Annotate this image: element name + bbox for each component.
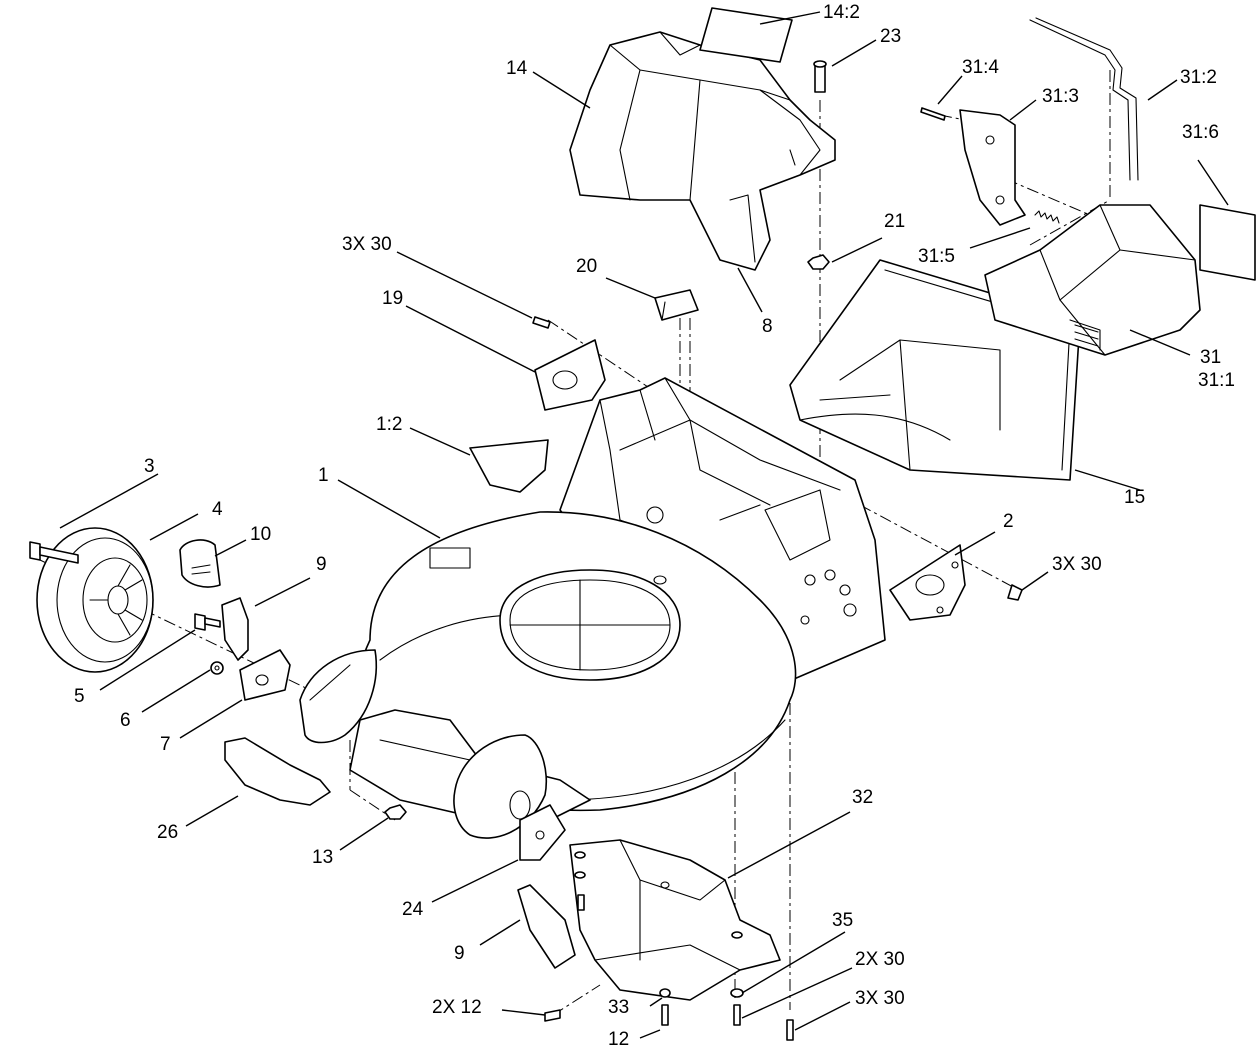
callout-20: 20 [576, 256, 597, 277]
front-wheel-left [299, 649, 377, 744]
plate-7 [239, 649, 291, 701]
side-plate [889, 544, 966, 621]
callout-3x30-bottom: 3X 30 [855, 988, 905, 1009]
front-cover [224, 737, 331, 806]
callout-2x30: 2X 30 [855, 949, 905, 970]
callout-31-5: 31:5 [918, 246, 955, 267]
mulch-plug [569, 839, 781, 1001]
callout-31-4: 31:4 [962, 57, 999, 78]
bracket-20 [654, 289, 699, 321]
callout-3: 3 [144, 456, 155, 477]
callout-2x12: 2X 12 [432, 997, 482, 1018]
decal-1-2 [469, 439, 549, 493]
bracket-24 [519, 804, 566, 861]
callout-8: 8 [762, 316, 773, 337]
bracket-9-bottom [517, 884, 576, 969]
callout-1: 1 [318, 465, 329, 486]
callout-6: 6 [120, 710, 131, 731]
callout-1-2: 1:2 [376, 414, 402, 435]
callout-19: 19 [382, 288, 403, 309]
rear-door [984, 204, 1201, 356]
callout-3x30-top: 3X 30 [342, 234, 392, 255]
callout-5: 5 [74, 686, 85, 707]
bolt-30-right [1007, 584, 1023, 601]
leader-lines [59, 11, 1229, 1039]
callout-26: 26 [157, 822, 178, 843]
callout-31: 31 [1200, 347, 1221, 368]
axle-bolt [29, 541, 79, 564]
rod [1029, 17, 1139, 181]
bolt-30-top [532, 316, 551, 329]
callout-12: 12 [608, 1029, 629, 1050]
nut-21 [807, 254, 830, 270]
callout-21: 21 [884, 211, 905, 232]
callout-7: 7 [160, 734, 171, 755]
rear-wheel [36, 527, 154, 673]
nut-13 [384, 804, 407, 820]
hinge-bracket [959, 109, 1026, 226]
front-wheel-right [453, 734, 548, 839]
callout-31-6: 31:6 [1182, 122, 1219, 143]
callout-2: 2 [1003, 511, 1014, 532]
callout-23: 23 [880, 26, 901, 47]
label-31-6 [1199, 204, 1256, 281]
callout-15: 15 [1124, 487, 1145, 508]
screw-23 [813, 60, 827, 93]
cap-10 [179, 539, 221, 588]
callout-14: 14 [506, 58, 528, 79]
callout-3x30-right: 3X 30 [1052, 554, 1102, 575]
spring [1034, 210, 1060, 224]
callout-labels: 14:2 23 14 31:4 31:3 31:2 31:6 21 31:5 3… [74, 2, 1235, 1050]
callout-31-3: 31:3 [1042, 86, 1079, 107]
callout-33: 33 [608, 997, 629, 1018]
callout-24: 24 [402, 899, 424, 920]
callout-13: 13 [312, 847, 333, 868]
callout-14-2: 14:2 [823, 2, 860, 23]
bolt-5 [194, 613, 221, 631]
screw-31-4 [920, 107, 946, 121]
callout-9-top: 9 [316, 554, 327, 575]
callout-35: 35 [832, 910, 853, 931]
washer-6 [210, 661, 224, 675]
mower-deck [349, 377, 886, 831]
callout-31-1: 31:1 [1198, 370, 1235, 391]
callout-4: 4 [212, 499, 223, 520]
fasteners [544, 851, 794, 1041]
callout-9-bottom: 9 [454, 943, 465, 964]
bracket-9-top [221, 597, 249, 661]
callout-31-2: 31:2 [1180, 67, 1217, 88]
plate-19 [534, 339, 606, 411]
callout-10: 10 [250, 524, 271, 545]
rear-cover [569, 31, 836, 271]
callout-32: 32 [852, 787, 873, 808]
